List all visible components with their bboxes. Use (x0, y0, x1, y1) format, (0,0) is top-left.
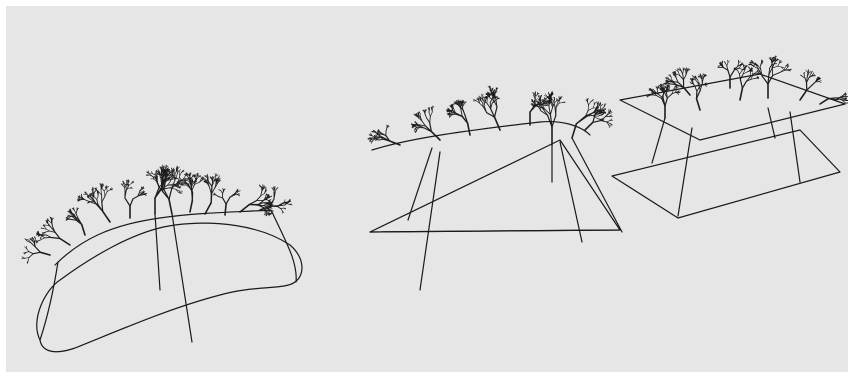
rectangular-leg-2 (678, 128, 692, 216)
structure-curved (22, 165, 302, 352)
triangular-base-plane (370, 140, 620, 232)
triangular-base-edge (370, 230, 620, 232)
rectangular-base-plane (612, 130, 840, 218)
triangular-canopy-rim (372, 122, 590, 150)
rectangular-canopy-plane (620, 74, 845, 140)
curved-center-post-b (172, 214, 192, 342)
rectangular-tree-cluster (647, 56, 848, 118)
triangular-tree-cluster (368, 86, 613, 145)
curved-center-post-a (155, 214, 160, 290)
triangular-leg-5 (572, 138, 622, 232)
structure-rectangular (612, 56, 848, 218)
curved-canopy-rim (55, 210, 270, 265)
triangular-leg-2 (420, 152, 440, 290)
rectangular-leg-4 (790, 112, 800, 182)
curved-base-loop (37, 223, 302, 352)
rectangular-leg-1 (652, 118, 665, 163)
triangular-leg-1 (408, 148, 432, 220)
structure-triangular (368, 86, 622, 290)
